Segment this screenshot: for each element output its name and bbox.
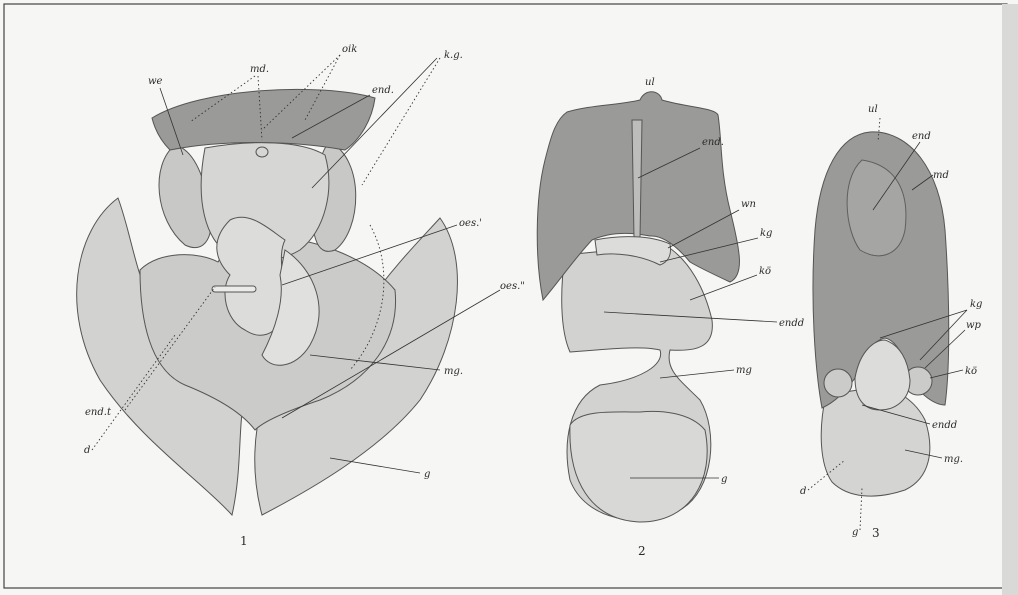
fig3-label-mg: mg. (944, 454, 963, 465)
figure-1: we md. oik end. k.g. oes.' oes." mg. end… (77, 44, 525, 548)
fig1-label-g: g (424, 469, 430, 480)
fig3-label-end: end (912, 131, 931, 142)
fig1-label-oes1: oes.' (459, 218, 482, 229)
fig2-label-wn: wn (741, 199, 756, 210)
fig2-label-end: end. (702, 137, 724, 148)
fig3-label-ko: kö (965, 366, 977, 377)
fig1-label-we: we (148, 76, 163, 87)
fig1-label-oik: oik (342, 44, 357, 55)
figure-3: ul end md kg wp kö endd mg. d g 3 (800, 104, 982, 540)
fig1-label-oes2: oes." (500, 281, 525, 292)
fig1-label-d: d (84, 445, 90, 456)
fig3-number: 3 (872, 526, 880, 540)
fig2-label-ko: kö (759, 266, 771, 277)
fig1-label-kg: k.g. (444, 50, 463, 61)
fig1-label-end: end. (372, 85, 394, 96)
fig2-stalk (632, 120, 642, 238)
fig2-label-ul: ul (645, 77, 655, 88)
fig1-md-knob (256, 147, 268, 157)
fig3-left-ko (824, 369, 852, 397)
fig2-label-mg: mg (736, 365, 752, 376)
fig2-label-kg: kg (760, 228, 772, 239)
fig1-end-tube (212, 286, 256, 292)
fig3-label-g: g (852, 527, 858, 538)
fig1-number: 1 (240, 534, 248, 548)
fig2-label-endd: endd (779, 318, 804, 329)
figure-2: ul end. wn kg kö endd mg g 2 (537, 77, 804, 558)
fig1-label-md: md. (250, 64, 269, 75)
fig3-label-d: d (800, 486, 806, 497)
fig1-label-endt: end.t (85, 407, 112, 418)
fig3-label-ul: ul (868, 104, 878, 115)
fig3-label-kg: kg (970, 299, 982, 310)
fig3-label-wp: wp (966, 320, 982, 331)
fig3-label-endd: endd (932, 420, 957, 431)
fig2-label-g: g (721, 474, 727, 485)
fig2-number: 2 (638, 544, 646, 558)
fig1-upper-dome (152, 89, 375, 150)
fig1-leader-kg-b (362, 58, 440, 185)
fig1-label-mg: mg. (444, 366, 463, 377)
fig3-label-md: md (933, 170, 949, 181)
page-edge (1002, 4, 1018, 595)
